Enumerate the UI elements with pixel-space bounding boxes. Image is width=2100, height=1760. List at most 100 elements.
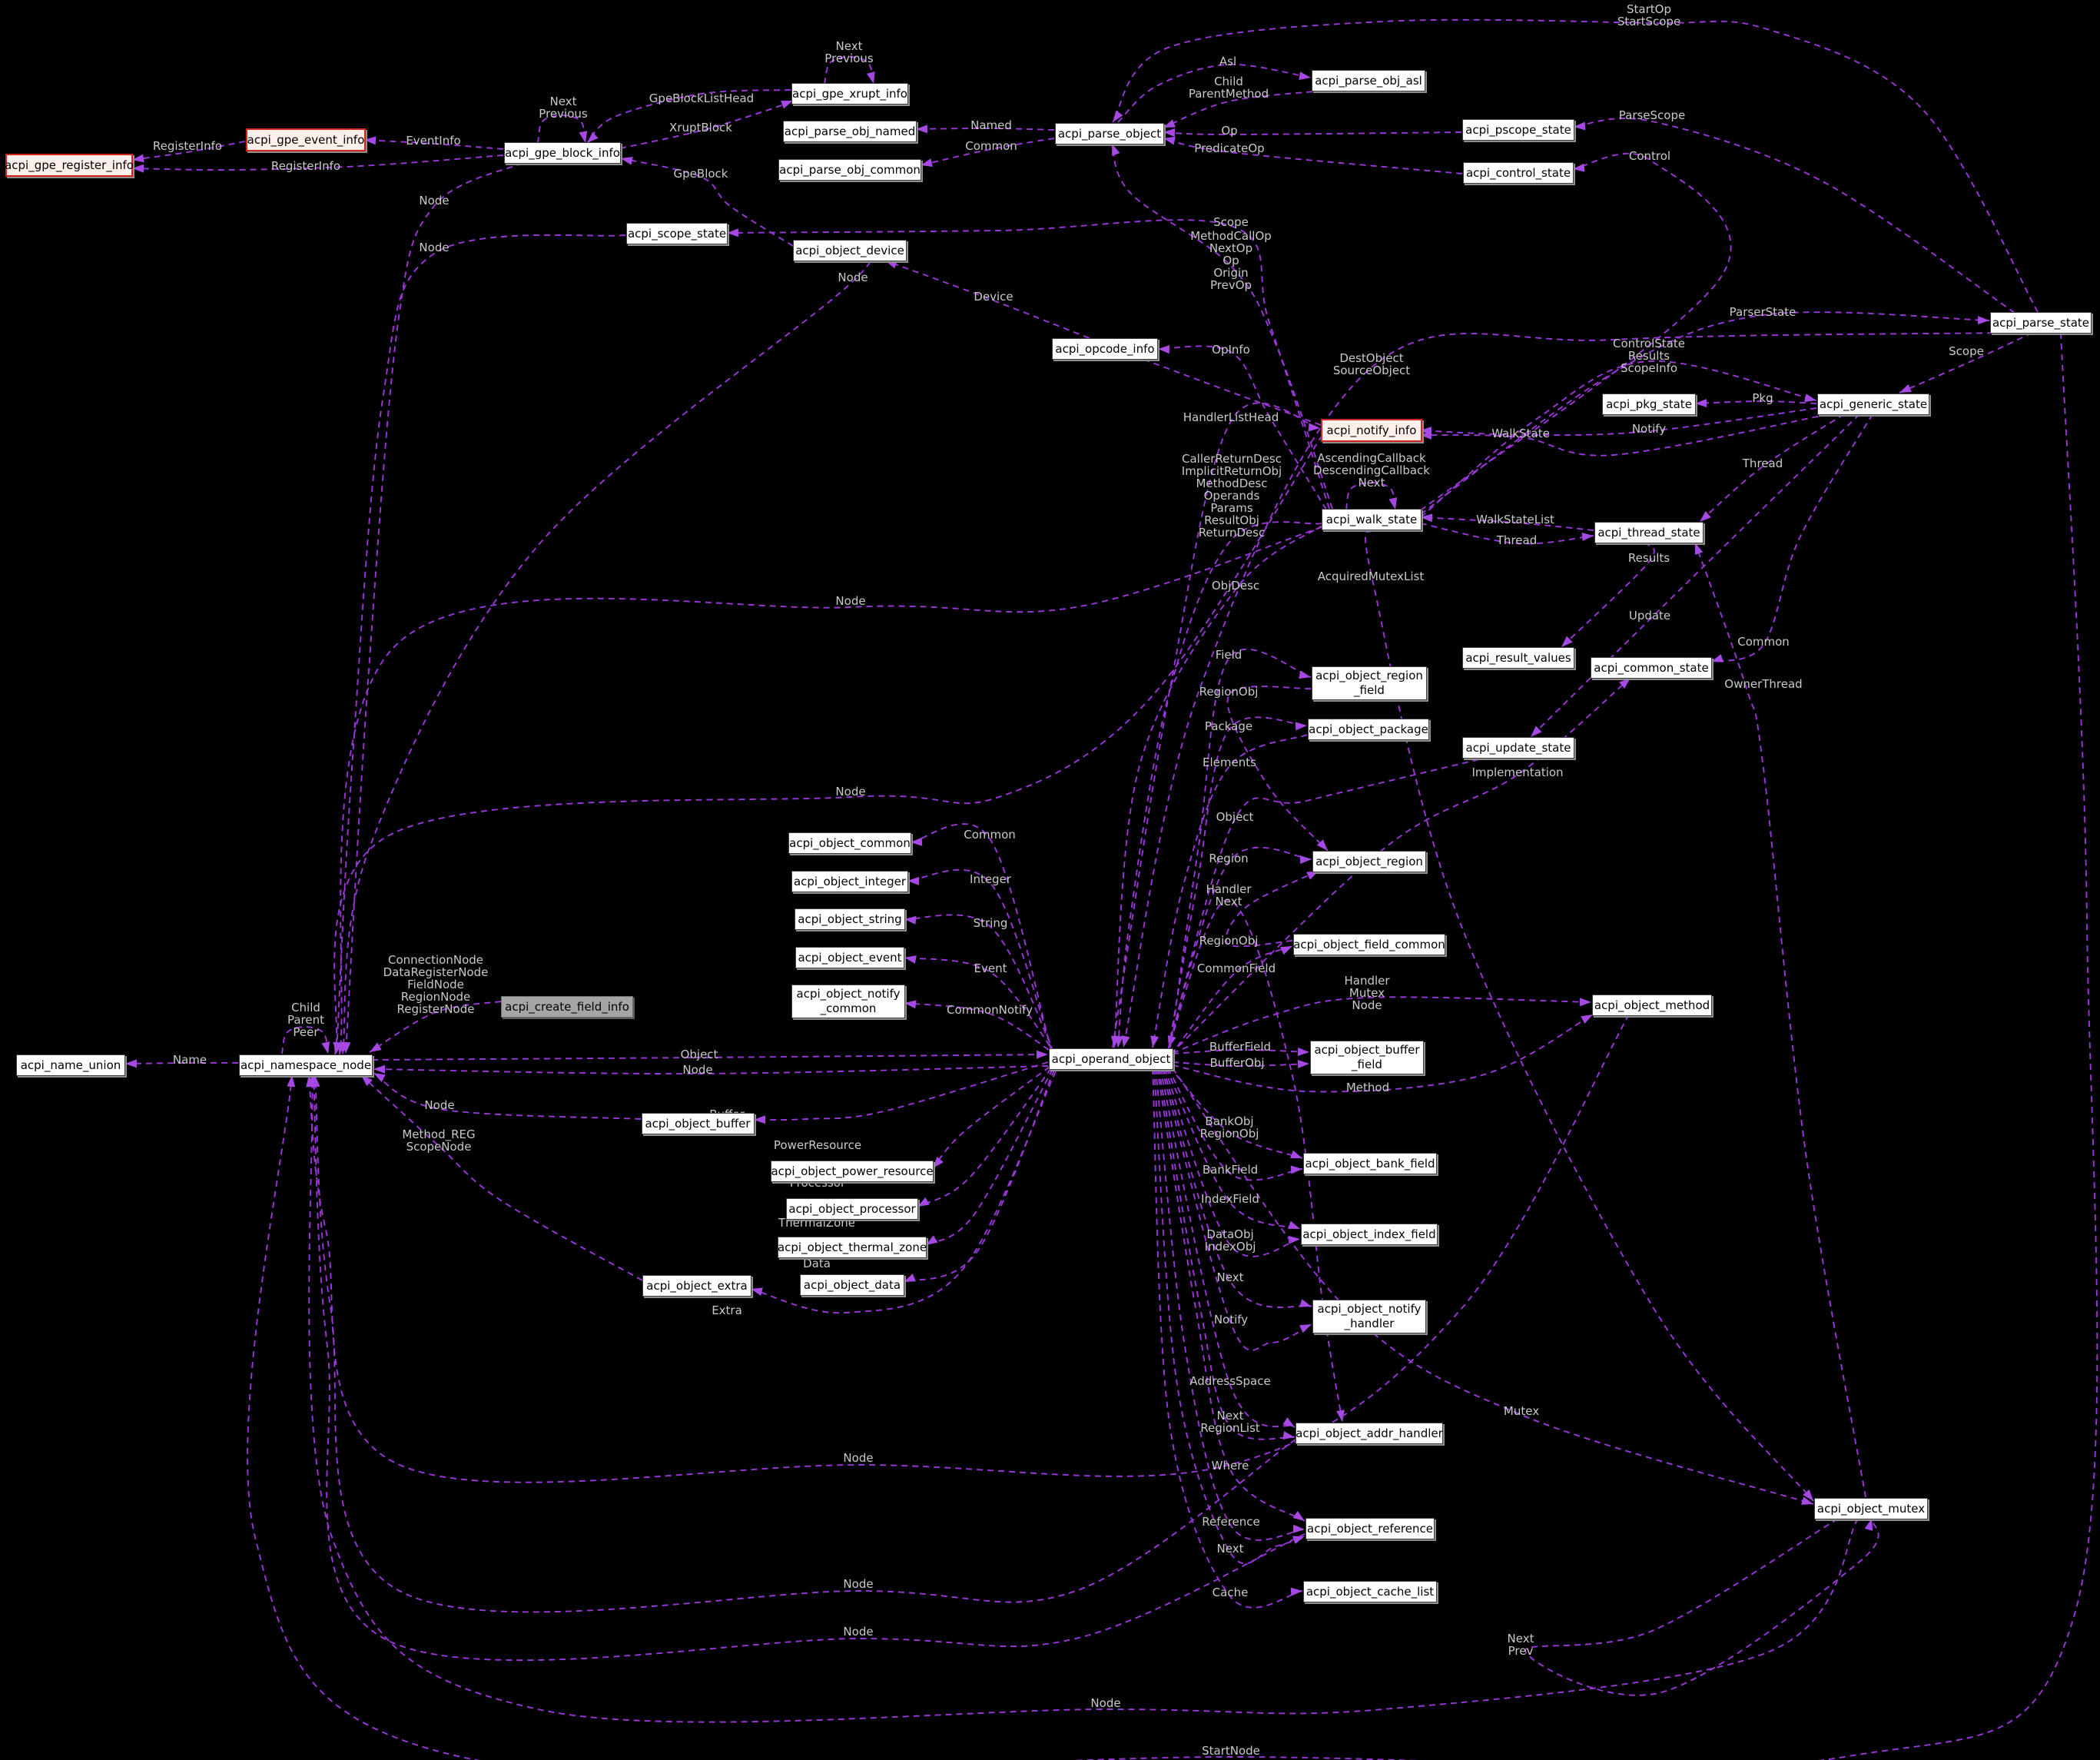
- node-object_reference[interactable]: acpi_object_reference: [1305, 1518, 1435, 1539]
- node-power_resource[interactable]: acpi_object_power_resource: [771, 1161, 934, 1182]
- node-pkg_state[interactable]: acpi_pkg_state: [1602, 394, 1696, 415]
- node-parse_obj_asl[interactable]: acpi_parse_obj_asl: [1312, 70, 1425, 91]
- node-object_common[interactable]: acpi_object_common: [788, 832, 911, 854]
- arrowhead: [1388, 497, 1398, 510]
- edge-operand_object-to-common_state: [1170, 677, 1631, 1054]
- node-object_package[interactable]: acpi_object_package: [1308, 719, 1429, 740]
- arrowhead: [1158, 345, 1170, 354]
- node-control_state[interactable]: acpi_control_state: [1463, 162, 1574, 184]
- arrowhead: [1113, 110, 1123, 122]
- arrowhead: [361, 1075, 373, 1087]
- edge-walk_state-to-parse_object: [1111, 143, 1333, 510]
- node-scope_state[interactable]: acpi_scope_state: [626, 223, 728, 244]
- edge-parse_object-to-parse_obj_named: [915, 128, 1055, 131]
- node-namespace_node[interactable]: acpi_namespace_node: [239, 1054, 373, 1076]
- node-object_event[interactable]: acpi_object_event: [795, 947, 904, 968]
- arrowhead: [333, 1042, 343, 1054]
- arrowhead: [1150, 1035, 1159, 1048]
- arrowhead: [1121, 1035, 1130, 1048]
- node-object_extra[interactable]: acpi_object_extra: [642, 1275, 751, 1297]
- edge-addr_handler-to-namespace_node: [314, 1074, 1296, 1613]
- node-operand_object[interactable]: acpi_operand_object: [1049, 1048, 1173, 1070]
- node-addr_handler[interactable]: acpi_object_addr_handler: [1295, 1423, 1443, 1444]
- edge-scope_state-to-namespace_node: [336, 234, 626, 1054]
- edge-gpe_xrupt_info-to-gpe_xrupt_info: [824, 56, 874, 85]
- arrowhead: [1864, 1519, 1873, 1531]
- edge-parse_state-to-operand_object: [1123, 332, 2005, 1048]
- node-region_field[interactable]: acpi_object_region _field: [1312, 666, 1427, 700]
- node-object_integer[interactable]: acpi_object_integer: [791, 871, 908, 892]
- arrowhead: [579, 131, 588, 143]
- edge-gpe_block_info-to-gpe_block_info: [537, 115, 586, 144]
- node-bank_field[interactable]: acpi_object_bank_field: [1303, 1153, 1437, 1174]
- node-walk_state[interactable]: acpi_walk_state: [1322, 509, 1422, 530]
- node-pscope_state[interactable]: acpi_pscope_state: [1462, 119, 1574, 141]
- arrowhead: [1573, 163, 1585, 172]
- arrowhead: [1579, 998, 1591, 1007]
- node-parse_state[interactable]: acpi_parse_state: [1990, 312, 2092, 334]
- node-object_string[interactable]: acpi_object_string: [795, 908, 905, 930]
- edge-parse_object-to-parse_obj_common: [920, 138, 1055, 166]
- node-cache_list[interactable]: acpi_object_cache_list: [1303, 1581, 1437, 1602]
- node-object_region[interactable]: acpi_object_region: [1312, 851, 1426, 872]
- edge-operand_object-to-buffer_field: [1172, 1061, 1310, 1067]
- node-notify_handler[interactable]: acpi_object_notify _handler: [1312, 1300, 1426, 1333]
- node-object_buffer[interactable]: acpi_object_buffer: [641, 1113, 755, 1134]
- edge-operand_object-to-object_data: [903, 1069, 1055, 1283]
- node-opcode_info[interactable]: acpi_opcode_info: [1052, 338, 1158, 360]
- edge-generic_state-to-notify_info: [1419, 413, 1830, 457]
- arrowhead: [926, 1235, 938, 1245]
- edge-walk_state-to-parse_state: [1420, 311, 1990, 515]
- node-generic_state[interactable]: acpi_generic_state: [1817, 394, 1929, 415]
- node-notify_info[interactable]: acpi_notify_info: [1321, 419, 1422, 442]
- arrowhead: [1299, 855, 1312, 865]
- node-parse_obj_common[interactable]: acpi_parse_obj_common: [778, 159, 921, 181]
- node-thread_state[interactable]: acpi_thread_state: [1594, 522, 1704, 543]
- arrowhead: [904, 1000, 917, 1009]
- node-buffer_field[interactable]: acpi_object_buffer _field: [1310, 1041, 1424, 1074]
- edge-control_state-to-parse_object: [1163, 138, 1463, 174]
- node-object_processor[interactable]: acpi_object_processor: [786, 1198, 918, 1220]
- node-object_device[interactable]: acpi_object_device: [793, 240, 907, 261]
- arrowhead: [1282, 1417, 1295, 1427]
- edge-parse_state-to-pscope_state: [1573, 118, 2015, 314]
- node-result_values[interactable]: acpi_result_values: [1462, 647, 1574, 669]
- edge-namespace_node-to-name_union: [124, 1061, 239, 1064]
- arrowhead: [1581, 1014, 1593, 1024]
- node-index_field[interactable]: acpi_object_index_field: [1301, 1224, 1438, 1245]
- arrowhead: [1801, 1496, 1813, 1505]
- node-parse_object[interactable]: acpi_parse_object: [1055, 123, 1164, 144]
- arrowhead: [1112, 144, 1120, 156]
- node-gpe_block_info[interactable]: acpi_gpe_block_info: [504, 142, 621, 164]
- node-field_common[interactable]: acpi_object_field_common: [1293, 934, 1445, 955]
- arrowhead: [1308, 423, 1320, 432]
- edge-thread_state-to-result_values: [1561, 542, 1655, 648]
- node-thermal_zone[interactable]: acpi_object_thermal_zone: [778, 1237, 927, 1258]
- arrowhead: [1619, 678, 1631, 689]
- arrowhead: [621, 157, 633, 165]
- arrowhead: [373, 1064, 386, 1074]
- edge-operand_object-to-notify_handler: [1163, 1068, 1312, 1308]
- node-gpe_event_info[interactable]: acpi_gpe_event_info: [246, 128, 366, 151]
- node-create_field_info[interactable]: acpi_create_field_info: [501, 996, 633, 1018]
- edge-operand_object-to-region_field: [1169, 648, 1312, 1048]
- edge-walk_state-to-control_state: [1420, 152, 1732, 511]
- arrowhead: [364, 136, 377, 145]
- node-object_data[interactable]: acpi_object_data: [800, 1274, 904, 1296]
- arrowhead: [904, 955, 917, 964]
- edge-operand_object-to-object_package: [1168, 716, 1308, 1049]
- node-gpe_register_info[interactable]: acpi_gpe_register_info: [5, 154, 134, 177]
- edge-region_field-to-object_region: [1226, 686, 1329, 852]
- arrowhead: [1899, 384, 1912, 393]
- node-object_mutex[interactable]: acpi_object_mutex: [1814, 1498, 1928, 1519]
- node-gpe_xrupt_info[interactable]: acpi_gpe_xrupt_info: [791, 83, 908, 105]
- node-object_method[interactable]: acpi_object_method: [1592, 995, 1712, 1016]
- node-name_union[interactable]: acpi_name_union: [16, 1054, 125, 1076]
- node-parse_obj_named[interactable]: acpi_parse_obj_named: [783, 121, 917, 142]
- edge-operand_object-to-object_method: [1172, 1014, 1594, 1093]
- node-update_state[interactable]: acpi_update_state: [1462, 737, 1574, 759]
- edge-gpe_xrupt_info-to-gpe_block_info: [586, 89, 791, 144]
- node-common_state[interactable]: acpi_common_state: [1591, 657, 1712, 679]
- node-notify_common[interactable]: acpi_object_notify _common: [791, 985, 905, 1018]
